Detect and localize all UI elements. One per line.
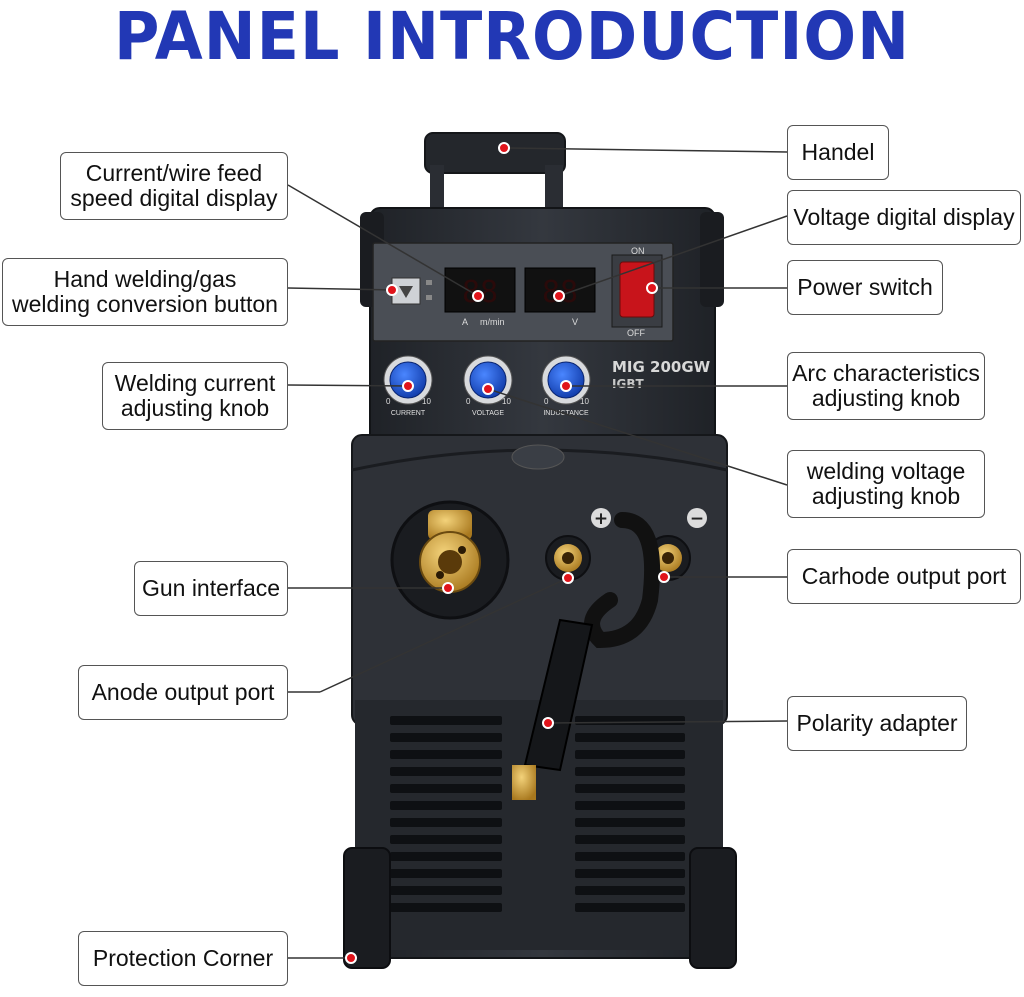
marker-dot [562, 572, 574, 584]
minus-sign: − [690, 509, 704, 529]
markers [345, 142, 670, 964]
callout-polarity-adapter: Polarity adapter [787, 696, 967, 751]
callout-gun-interface: Gun interface [134, 561, 288, 616]
callout-arc-knob-line1: Arc characteristics [792, 360, 980, 386]
vent-slot [390, 835, 502, 844]
vent-slot [390, 750, 502, 759]
knob-max-label: 10 [502, 397, 511, 406]
marker-dot [345, 952, 357, 964]
anode-port: + [545, 508, 611, 581]
callout-current-knob-line2: adjusting knob [120, 395, 270, 421]
model-sub: IGBT [612, 377, 644, 391]
vent-slot [390, 886, 502, 895]
callout-arc-knob-line2: adjusting knob [811, 385, 961, 411]
marker-dot [386, 284, 398, 296]
callout-handle-text: Handel [801, 139, 875, 165]
marker-dot [542, 717, 554, 729]
callout-voltage-knob: welding voltage adjusting knob [787, 450, 985, 518]
marker-dot [472, 290, 484, 302]
vent-slot [390, 767, 502, 776]
vent-slot [575, 733, 685, 742]
callout-anode-port: Anode output port [78, 665, 288, 720]
vent-slot [575, 903, 685, 912]
callout-arc-knob: Arc characteristics adjusting knob [787, 352, 985, 420]
callout-hand-gas-line2: welding conversion button [12, 291, 278, 317]
marker-dot [560, 380, 572, 392]
display-unit-a: A [462, 317, 468, 327]
marker-dot [402, 380, 414, 392]
vent-slot [575, 767, 685, 776]
vent-slot [575, 886, 685, 895]
callout-cathode-port-text: Carhode output port [801, 563, 1007, 589]
knob-label: CURRENT [391, 410, 426, 417]
callout-hand-gas-line1: Hand welding/gas [53, 266, 237, 292]
callout-cathode-port: Carhode output port [787, 549, 1021, 604]
vent-slot [575, 852, 685, 861]
callout-power-switch-text: Power switch [797, 274, 933, 300]
knob-max-label: 10 [422, 397, 431, 406]
knob-min-label: 0 [544, 397, 549, 406]
callout-protection-corner: Protection Corner [78, 931, 288, 986]
page-title: PANEL INTRODUCTION [113, 0, 911, 75]
callout-voltage-display: Voltage digital display [787, 190, 1021, 245]
vent-slot [575, 869, 685, 878]
vent-slot [575, 835, 685, 844]
callout-wire-display-line2: speed digital display [70, 185, 278, 211]
vent-slot [390, 733, 502, 742]
knob-min-label: 0 [466, 397, 471, 406]
callout-anode-port-text: Anode output port [91, 679, 275, 705]
plus-sign: + [594, 509, 608, 529]
leader-lines [287, 147, 788, 959]
vent-slot [390, 869, 502, 878]
callout-handle: Handel [787, 125, 889, 180]
marker-dot [658, 571, 670, 583]
knob-label: VOLTAGE [472, 410, 504, 417]
vent-slot [390, 852, 502, 861]
vent-slot [575, 716, 685, 725]
knob-max-label: 10 [580, 397, 589, 406]
callout-current-knob-line1: Welding current [114, 370, 276, 396]
handle [424, 132, 566, 215]
callout-voltage-knob-line2: adjusting knob [811, 483, 961, 509]
digital-displays: 88 88 A m/min V [444, 267, 596, 327]
vent-slot [390, 784, 502, 793]
model-text: MIG 200GW [612, 358, 711, 376]
display-unit-wire: m/min [480, 317, 505, 327]
callout-wire-display: Current/wire feed speed digital display [60, 152, 288, 220]
marker-dot [442, 582, 454, 594]
vent-slot [575, 818, 685, 827]
marker-dot [498, 142, 510, 154]
callout-protection-corner-text: Protection Corner [92, 945, 274, 971]
display-unit-v: V [572, 317, 578, 327]
vent-slot [575, 750, 685, 759]
knob-min-label: 0 [386, 397, 391, 406]
callout-wire-display-line1: Current/wire feed [85, 160, 263, 186]
marker-dot [482, 383, 494, 395]
switch-on-label: ON [631, 246, 645, 256]
callout-hand-gas-button: Hand welding/gas welding conversion butt… [2, 258, 288, 326]
vent-slot [390, 801, 502, 810]
marker-dot [646, 282, 658, 294]
polarity-adapter [512, 512, 661, 800]
marker-dot [553, 290, 565, 302]
callout-polarity-adapter-text: Polarity adapter [796, 710, 958, 736]
callout-voltage-display-text: Voltage digital display [793, 204, 1015, 230]
vent-slot [575, 801, 685, 810]
callout-power-switch: Power switch [787, 260, 943, 315]
vent-slot [390, 716, 502, 725]
vent-slot [390, 903, 502, 912]
callout-voltage-knob-line1: welding voltage [806, 458, 966, 484]
model-badge: MIG 200GW IGBT [612, 358, 711, 391]
protection-corners [343, 847, 737, 969]
callout-gun-interface-text: Gun interface [141, 575, 281, 601]
callout-current-knob: Welding current adjusting knob [102, 362, 288, 430]
vent-slot [575, 784, 685, 793]
switch-off-label: OFF [627, 328, 645, 338]
logo-emblem [511, 444, 565, 470]
gun-interface [390, 500, 510, 620]
vent-slot [390, 818, 502, 827]
